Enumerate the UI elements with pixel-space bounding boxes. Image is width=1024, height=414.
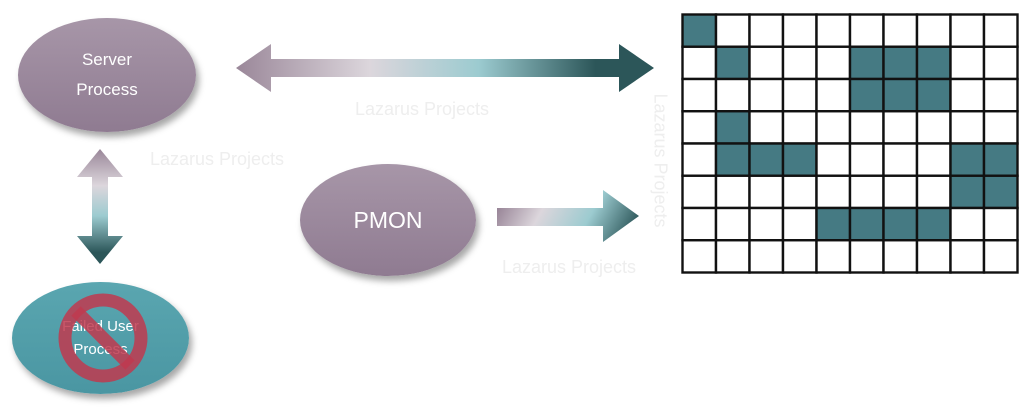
grid-cell-empty: [714, 206, 751, 242]
double-arrow-server-to-grid: [236, 44, 654, 92]
pmon-label: PMON: [353, 206, 423, 233]
grid-cell-empty: [848, 174, 885, 210]
grid-cell-filled: [714, 45, 751, 81]
grid-cell-filled: [949, 174, 986, 210]
grid-cell-empty: [882, 174, 919, 210]
grid-cell-empty: [781, 110, 818, 145]
arrow-shape: [497, 190, 639, 242]
grid-cell-empty: [848, 110, 885, 145]
grid-cell-filled: [714, 142, 751, 177]
grid-cell-filled: [949, 142, 986, 177]
grid-cell-empty: [815, 45, 852, 81]
grid-cell-empty: [748, 206, 785, 242]
grid-cell-filled: [982, 174, 1019, 210]
grid-cell-empty: [848, 239, 885, 274]
grid-cell-empty: [681, 206, 718, 242]
grid-cell-empty: [781, 239, 818, 274]
grid-cell-empty: [781, 77, 818, 113]
watermark-text: Lazarus Projects: [502, 257, 637, 277]
grid-cell-empty: [681, 174, 718, 210]
grid-cell-empty: [882, 13, 919, 48]
grid-cell-empty: [681, 77, 718, 113]
server-process-label-line1: Server: [81, 50, 133, 69]
grid-cell-empty: [915, 110, 952, 145]
watermark-text: Lazarus Projects: [150, 149, 285, 169]
grid-cell-filled: [714, 110, 751, 145]
grid-cell-empty: [748, 13, 785, 48]
grid-cell-empty: [714, 239, 751, 274]
grid-cell-empty: [915, 174, 952, 210]
grid-cell-filled: [982, 142, 1019, 177]
failed-user-process-node[interactable]: Failed User Process: [12, 282, 189, 394]
grid-cell-empty: [815, 142, 852, 177]
grid-cell-empty: [748, 174, 785, 210]
grid-cell-empty: [815, 13, 852, 48]
grid-cell-empty: [714, 174, 751, 210]
grid-cell-empty: [714, 13, 751, 48]
grid-cell-filled: [781, 142, 818, 177]
grid-cell-empty: [949, 239, 986, 274]
failed-process-label-line1: Failed User: [62, 318, 139, 335]
grid-cell-filled: [915, 45, 952, 81]
grid-cell-empty: [949, 110, 986, 145]
grid-cell-empty: [748, 110, 785, 145]
watermark-text: Lazarus Projects: [355, 99, 490, 119]
grid-cell-empty: [748, 77, 785, 113]
grid-cell-empty: [714, 77, 751, 113]
grid-cell-empty: [815, 239, 852, 274]
grid-cell-empty: [949, 206, 986, 242]
grid-cell-filled: [915, 206, 952, 242]
grid-cell-empty: [815, 174, 852, 210]
grid-cell-empty: [681, 110, 718, 145]
grid-cell-empty: [882, 142, 919, 177]
grid-cell-empty: [848, 142, 885, 177]
grid-cell-empty: [882, 239, 919, 274]
server-process-node[interactable]: Server Process: [18, 18, 196, 132]
double-arrow-server-to-failed: [77, 149, 123, 264]
grid-cell-empty: [982, 110, 1019, 145]
grid-cell-filled: [748, 142, 785, 177]
grid-cell-filled: [848, 45, 885, 81]
grid-cell-empty: [848, 13, 885, 48]
grid-cell-empty: [681, 239, 718, 274]
grid-cell-empty: [781, 206, 818, 242]
double-arrow-vertical-shape: [77, 149, 123, 264]
watermark-text-vertical: Lazarus Projects: [650, 93, 671, 228]
grid-cell-empty: [949, 77, 986, 113]
grid-cell-empty: [915, 142, 952, 177]
server-process-label-line2: Process: [76, 80, 138, 99]
grid-cell-empty: [982, 206, 1019, 242]
grid-cell-filled: [848, 77, 885, 113]
grid-cell-empty: [915, 13, 952, 48]
grid-cell-empty: [915, 239, 952, 274]
failed-process-label-line2: Process: [73, 341, 128, 358]
grid-cell-empty: [781, 13, 818, 48]
arrow-pmon-to-grid: [497, 190, 639, 242]
grid-cell-empty: [681, 45, 718, 81]
grid-cell-filled: [882, 206, 919, 242]
grid-cell-filled: [848, 206, 885, 242]
grid-cell-empty: [982, 77, 1019, 113]
grid-cell-empty: [882, 110, 919, 145]
grid-cell-empty: [748, 239, 785, 274]
grid-cell-empty: [781, 45, 818, 81]
double-arrow-shape: [236, 44, 654, 92]
grid-cell-filled: [915, 77, 952, 113]
grid-cell-empty: [982, 13, 1019, 48]
grid-cell-empty: [949, 45, 986, 81]
grid-cell-empty: [982, 45, 1019, 81]
grid-cell-filled: [882, 77, 919, 113]
grid-cell-filled: [681, 13, 718, 48]
grid-cell-empty: [982, 239, 1019, 274]
grid-cell-empty: [815, 110, 852, 145]
grid-cell-empty: [681, 142, 718, 177]
grid-cell-empty: [781, 174, 818, 210]
pmon-node[interactable]: PMON: [300, 164, 476, 276]
grid-cell-filled: [882, 45, 919, 81]
grid-cell-filled: [815, 206, 852, 242]
grid-cell-empty: [949, 13, 986, 48]
grid-cell-empty: [815, 77, 852, 113]
memory-grid: [681, 13, 1019, 274]
grid-cell-empty: [748, 45, 785, 81]
